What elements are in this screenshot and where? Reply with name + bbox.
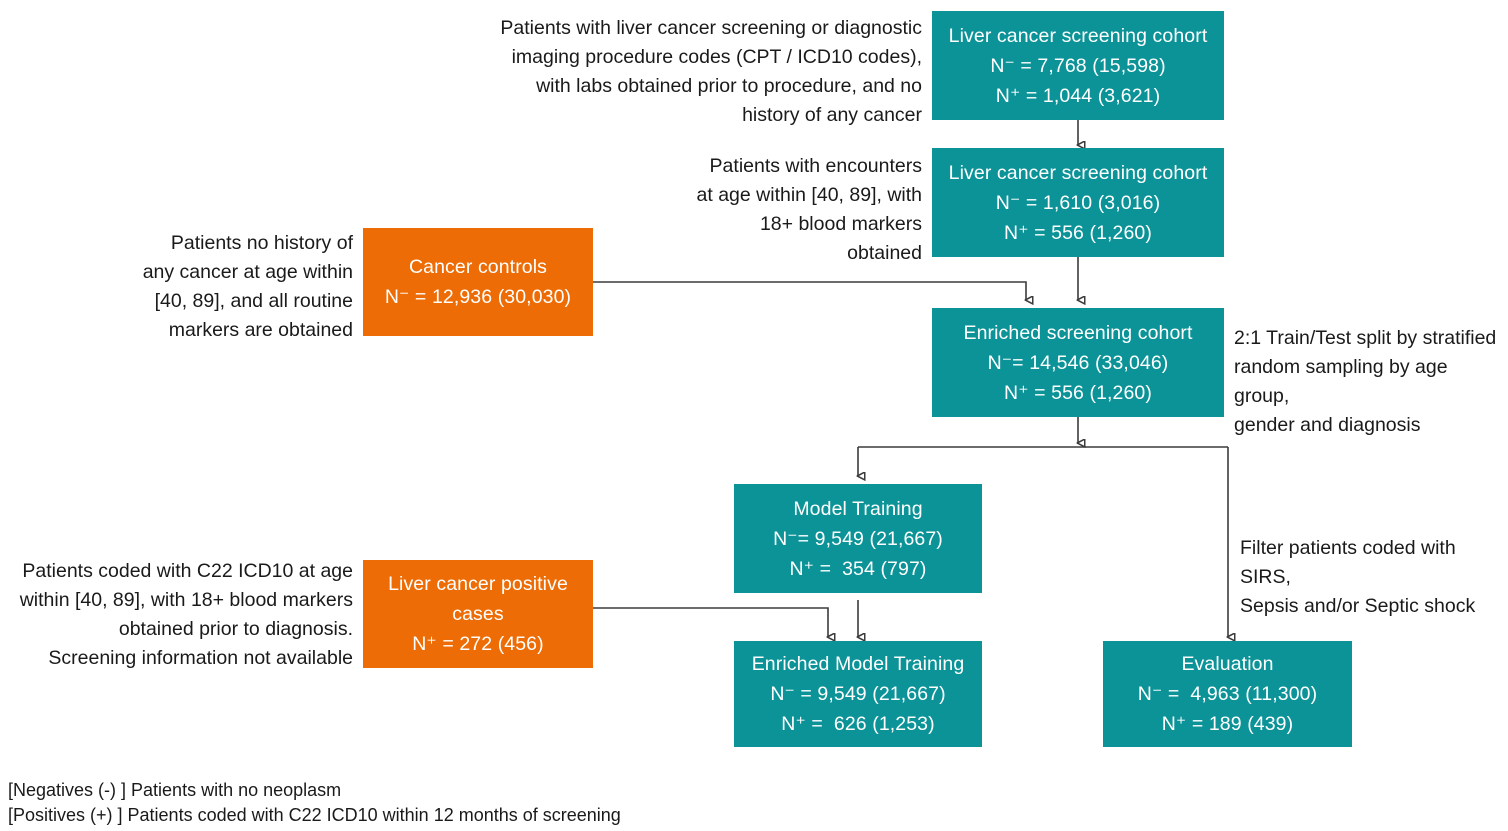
node-title: Cancer controls	[408, 256, 548, 278]
node-negatives: N⁻ = 1,610 (3,016)	[995, 191, 1161, 214]
annotation-screening-criteria: Patients with liver cancer screening or …	[500, 17, 922, 126]
annotation-positive-cases-criteria: Patients coded with C22 ICD10 at age wit…	[19, 560, 353, 669]
node-positives: N⁺ = 272 (456)	[412, 633, 544, 655]
legend-positives: [Positives (+) ] Patients coded with C22…	[8, 805, 621, 825]
edge-controls-to-enriched	[593, 281, 1026, 300]
annotation-evaluation-filter-note: Filter patients coded with SIRS, Sepsis …	[1240, 537, 1476, 617]
node-evaluation[interactable]: Evaluation N⁻ = 4,963 (11,300) N⁺ = 189 …	[1103, 641, 1352, 747]
annotation-split-note: 2:1 Train/Test split by stratified rando…	[1234, 327, 1497, 436]
node-negatives: N⁻ = 4,963 (11,300)	[1137, 683, 1318, 705]
node-negatives: N⁻= 14,546 (33,046)	[987, 351, 1169, 374]
node-cancer-controls[interactable]: Cancer controls N⁻ = 12,936 (30,030)	[363, 228, 593, 336]
node-title-line-1: Liver cancer positive	[388, 573, 568, 595]
node-negatives: N⁻ = 9,549 (21,667)	[770, 683, 946, 705]
node-positives: N⁺ = 1,044 (3,621)	[995, 84, 1161, 107]
edge-positive-cases-to-enriched-training	[593, 607, 828, 637]
node-title: Liver cancer screening cohort	[948, 24, 1208, 47]
node-enriched-model-training[interactable]: Enriched Model Training N⁻ = 9,549 (21,6…	[734, 641, 982, 747]
node-positives: N⁺ = 189 (439)	[1161, 713, 1294, 735]
node-title: Model Training	[793, 497, 923, 520]
annotation-controls-criteria: Patients no history of any cancer at age…	[142, 232, 353, 341]
node-positives: N⁺ = 354 (797)	[789, 557, 927, 580]
node-screening-cohort-1[interactable]: Liver cancer screening cohort N⁻ = 7,768…	[932, 11, 1224, 120]
node-model-training[interactable]: Model Training N⁻= 9,549 (21,667) N⁺ = 3…	[734, 484, 982, 593]
node-negatives: N⁻= 9,549 (21,667)	[773, 527, 943, 550]
node-title: Enriched screening cohort	[963, 321, 1193, 344]
node-enriched-screening-cohort[interactable]: Enriched screening cohort N⁻= 14,546 (33…	[932, 308, 1224, 417]
node-negatives: N⁻ = 7,768 (15,598)	[990, 54, 1166, 77]
node-title-line-2: cases	[452, 603, 504, 625]
node-liver-cancer-positive-cases[interactable]: Liver cancer positive cases N⁺ = 272 (45…	[363, 560, 593, 668]
node-negatives: N⁻ = 12,936 (30,030)	[384, 286, 572, 308]
node-title: Liver cancer screening cohort	[948, 161, 1208, 184]
node-positives: N⁺ = 556 (1,260)	[1004, 381, 1152, 404]
node-title: Enriched Model Training	[751, 653, 965, 675]
node-title: Evaluation	[1181, 653, 1274, 675]
annotation-encounter-criteria: Patients with encounters at age within […	[696, 155, 922, 264]
node-positives: N⁺ = 556 (1,260)	[1004, 221, 1152, 244]
node-screening-cohort-2[interactable]: Liver cancer screening cohort N⁻ = 1,610…	[932, 148, 1224, 257]
legend-negatives: [Negatives (-) ] Patients with no neopla…	[8, 780, 342, 800]
node-positives: N⁺ = 626 (1,253)	[781, 713, 935, 735]
